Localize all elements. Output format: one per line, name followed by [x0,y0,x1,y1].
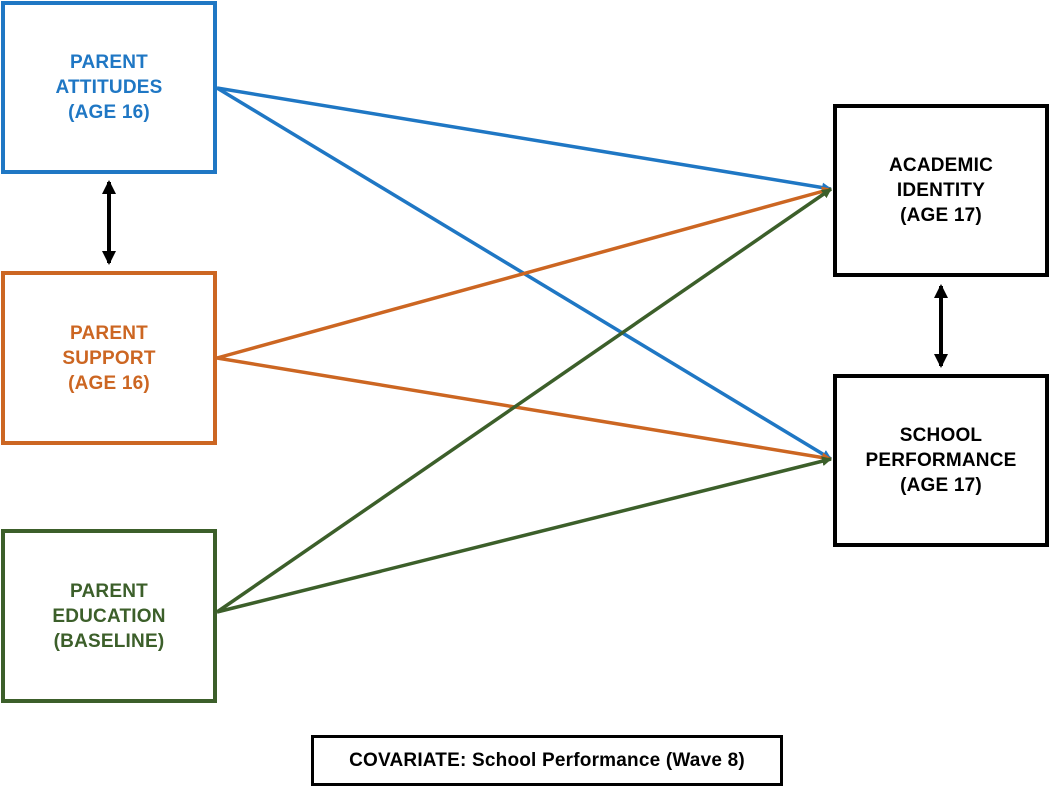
node-label-line: SCHOOL [899,425,983,446]
covariate-text: School Performance (Wave 8) [472,750,745,771]
edge-support-to-identity [216,186,832,360]
node-label-line: (AGE 17) [900,475,982,496]
node-label-line: (AGE 17) [900,205,982,226]
node-parent-attitudes: PARENT ATTITUDES (AGE 16) [1,1,217,174]
edge-education-to-identity [216,187,832,614]
edge-support-to-performance [216,356,832,463]
node-label-line: ATTITUDES [55,77,163,98]
node-parent-education: PARENT EDUCATION (BASELINE) [1,529,217,703]
node-label-line: IDENTITY [896,180,986,201]
covariate-label: COVARIATE: [349,750,467,771]
node-school-performance: SCHOOL PERFORMANCE (AGE 17) [833,374,1049,547]
node-label-line: PERFORMANCE [865,450,1017,471]
edge-attitudes-to-identity [216,86,832,193]
node-label-line: (AGE 16) [68,102,150,123]
node-label-line: (BASELINE) [53,630,165,652]
node-label-line: PARENT [70,52,148,73]
node-label-line: PARENT [70,580,148,602]
covariate-note: COVARIATE: School Performance (Wave 8) [311,735,783,786]
node-label-line: EDUCATION [52,605,166,627]
node-academic-identity: ACADEMIC IDENTITY (AGE 17) [833,104,1049,277]
node-parent-support: PARENT SUPPORT (AGE 16) [1,271,217,445]
node-label-line: SUPPORT [62,347,156,369]
node-label-line: (AGE 16) [68,372,150,394]
node-label-line: ACADEMIC [889,155,993,176]
edge-education-to-performance [216,456,832,614]
node-label-line: PARENT [70,322,148,344]
